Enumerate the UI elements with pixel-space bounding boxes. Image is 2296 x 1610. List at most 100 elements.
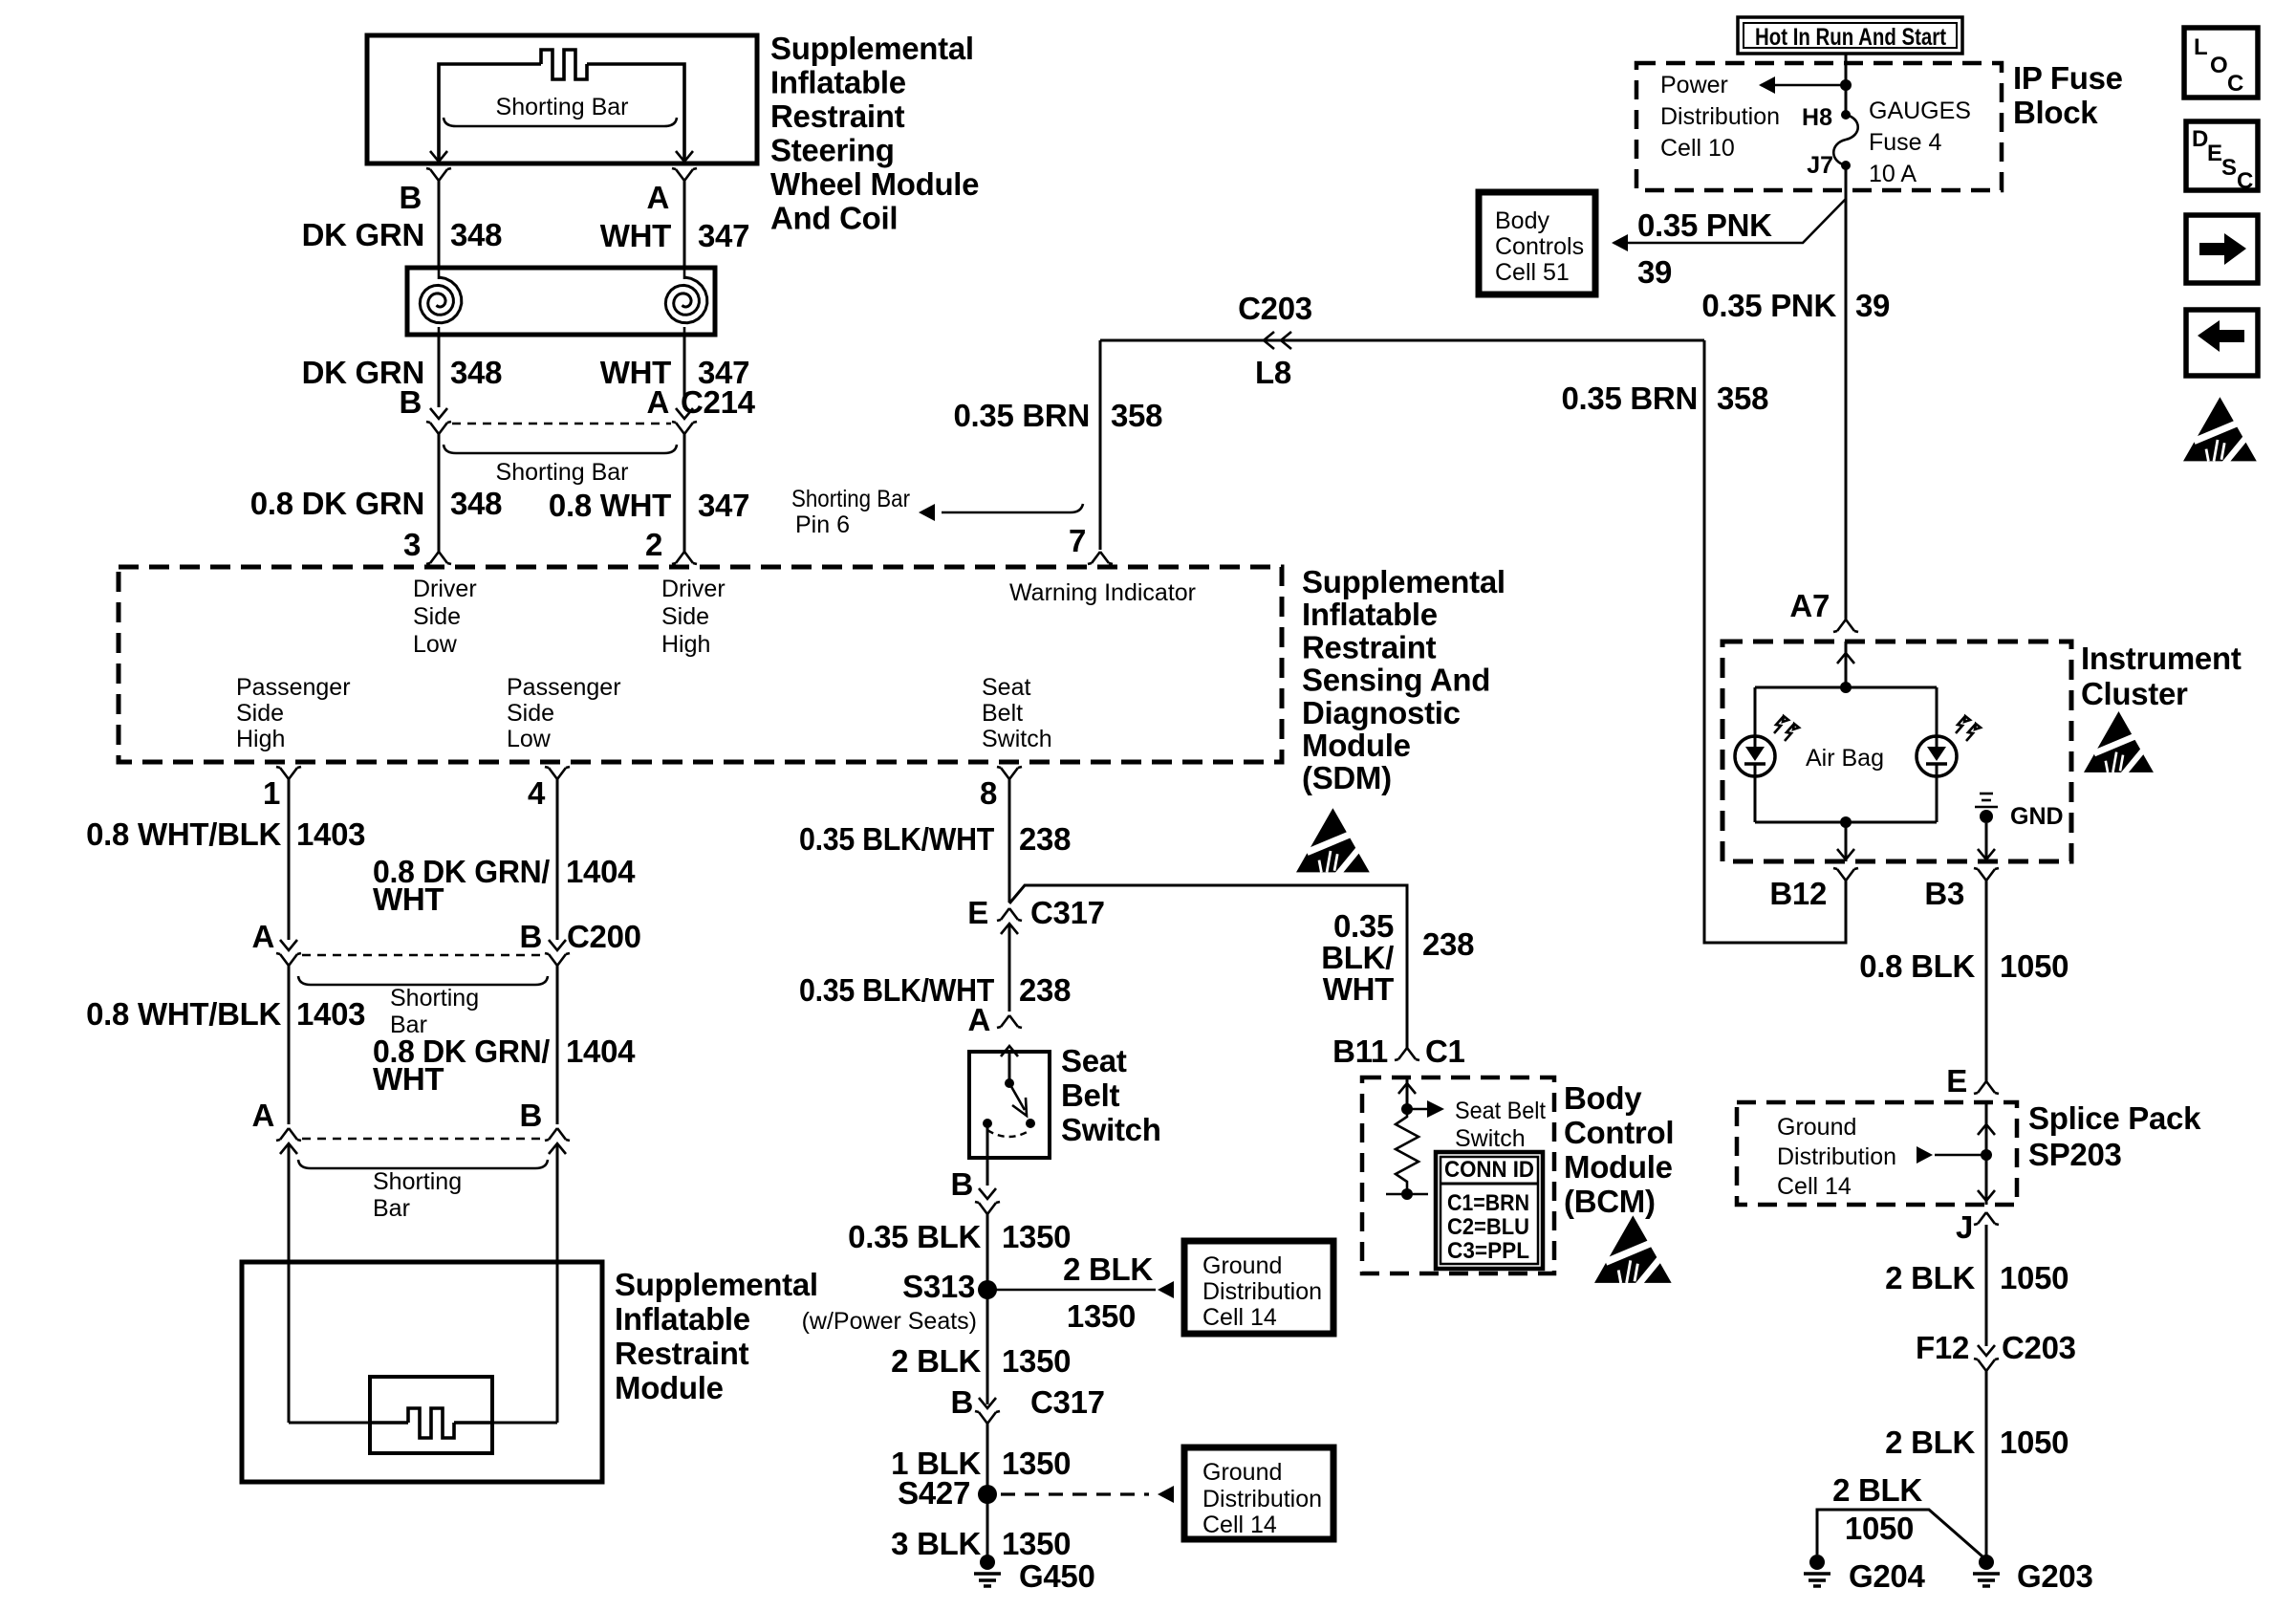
g204-label: G204 <box>1849 1558 1925 1594</box>
s313-label: S313 <box>902 1269 975 1304</box>
fuse-element <box>1831 113 1860 167</box>
ground-dist1-line2: Distribution <box>1202 1278 1322 1305</box>
splice-feed-arrow <box>1917 1146 1933 1164</box>
swm-name-line2: Inflatable <box>770 65 906 100</box>
c317-e-fork <box>996 907 1023 923</box>
g450-ground-icon <box>974 1555 1001 1588</box>
sir-name-line2: Inflatable <box>615 1301 750 1337</box>
bcm-in-arrow <box>1397 1080 1418 1095</box>
bcm-module: 0.35 BLK/ WHT 238 B11 C1 Seat Belt Switc… <box>1007 883 1677 1292</box>
sdm-pin7-label: 7 <box>1069 523 1086 558</box>
airbag-lamp-left-ray1 <box>1773 713 1791 734</box>
bcm-238-label-line2: BLK/ <box>1321 940 1394 975</box>
swm-name-line1: Supplemental <box>770 31 974 66</box>
wire-1404-label1a: 0.8 DK GRN/ <box>373 854 550 889</box>
airbag-lamp-label: Air Bag <box>1806 745 1884 772</box>
c203-f12-pin: F12 <box>1916 1330 1969 1365</box>
switch-pin-b-conn-arrow <box>977 1187 998 1202</box>
wire-358-circuit1: 358 <box>1111 398 1162 433</box>
body-controls-line3: Cell 51 <box>1495 259 1570 286</box>
shorting-bar-note-line2: Pin 6 <box>795 511 850 538</box>
bcm-switch-arrow <box>1427 1100 1444 1118</box>
next-button[interactable] <box>2183 212 2261 286</box>
steering-wheel-module: Shorting Bar Supplemental Inflatable Res… <box>364 31 980 236</box>
switch-name-line1: Seat <box>1061 1043 1127 1078</box>
desc-letter-d: D <box>2192 126 2208 152</box>
wire-1404-circuit1: 1404 <box>566 854 636 889</box>
right-arrow-icon <box>2199 233 2246 265</box>
swm-pin-b-label: B <box>399 180 422 215</box>
bcm-box <box>1359 1075 1557 1276</box>
sdm-driver-high-line1: Driver <box>661 576 726 602</box>
airbag-lamp-left-ray2 <box>1784 721 1802 742</box>
desc-letter-c: C <box>2237 168 2253 194</box>
gnd-dot <box>1980 810 1993 823</box>
shorting-bar-note-arrow <box>919 504 935 521</box>
cluster-name-line1: Instrument <box>2081 641 2242 676</box>
body-controls-line2: Controls <box>1495 233 1584 260</box>
sdm-pass-low-line1: Passenger <box>507 674 621 701</box>
bcm-name-line4: (BCM) <box>1564 1184 1656 1219</box>
splice-arrow-down <box>1976 1189 1997 1204</box>
sdm-pass-low-line2: Side <box>507 700 554 727</box>
airbag-lamp-right-ray1 <box>1955 713 1973 734</box>
loc-letter-l: L <box>2194 34 2208 60</box>
sir-name-line3: Restraint <box>615 1336 749 1371</box>
fuse-pin-j7: J7 <box>1807 152 1833 179</box>
c317-b-arrow <box>977 1397 998 1411</box>
swm-harness: B A DK GRN 348 WHT 347 DK GRN 348 WHT 34… <box>302 166 749 407</box>
desc-button[interactable]: D E S C <box>2183 119 2261 194</box>
s427-label: S427 <box>898 1475 970 1511</box>
sir-name-line4: Module <box>615 1370 724 1405</box>
sdm-name-line1: Supplemental <box>1302 564 1505 599</box>
sdm-pin8-label: 8 <box>980 775 997 811</box>
c200-right-arrow <box>547 939 568 953</box>
c214-name: C214 <box>681 384 756 420</box>
c203-l8-pin: L8 <box>1255 355 1291 390</box>
wire-1050-label2: 2 BLK <box>1885 1260 1975 1295</box>
cluster-pin-b3-fork <box>1973 866 2000 881</box>
ground-dist1-line1: Ground <box>1202 1252 1282 1279</box>
wire-1050-circuit2: 1050 <box>2000 1260 2069 1295</box>
wire-1350-label2: 2 BLK <box>891 1343 981 1379</box>
splice-pin-e-label: E <box>1946 1063 1967 1099</box>
bcm-esd-icon-slash <box>1632 1242 1675 1292</box>
splice-name-line1: Splice Pack <box>2028 1100 2201 1136</box>
fuse-name-line2: Fuse 4 <box>1869 129 1942 156</box>
splice-cell-line2: Distribution <box>1777 1143 1896 1170</box>
swm-pin-a-label: A <box>646 180 669 215</box>
cluster-name-line2: Cluster <box>2081 676 2188 711</box>
splice-pin-j-fork <box>1973 1211 2000 1227</box>
bcm-switch-ref-line1: Seat Belt <box>1455 1098 1546 1124</box>
bcm-pin-b11-fork <box>1394 1047 1420 1062</box>
sdm-driver-high-line2: Side <box>661 603 709 630</box>
bcm-name-line3: Module <box>1564 1149 1673 1185</box>
wire-348-label2: DK GRN <box>302 355 424 390</box>
cluster-esd-icon-hand <box>2104 751 2125 773</box>
wire-358-vert2 <box>1702 340 1848 945</box>
sir-module-box <box>239 1259 605 1485</box>
wire-348-label3: 0.8 DK GRN <box>250 486 424 521</box>
cluster-pin-b12-label: B12 <box>1769 876 1827 911</box>
wire-1403-circuit2: 1403 <box>296 996 365 1032</box>
g450-ground-icon-dot <box>980 1555 995 1570</box>
prev-button[interactable] <box>2183 307 2261 379</box>
switch-pin-b-conn-fork <box>974 1200 1001 1215</box>
cluster-gnd-symbol <box>1975 792 1998 823</box>
wire-238-label2: 0.35 BLK/WHT <box>799 972 994 1008</box>
shorting-bar-note-line <box>942 503 1085 514</box>
bcm-esd-icon-hand <box>1616 1260 1639 1284</box>
ground-dist2-line2: Distribution <box>1202 1486 1322 1512</box>
c317-b-name: C317 <box>1030 1384 1105 1420</box>
ground-dist-box1 <box>1180 1237 1337 1338</box>
ground-dist2-line3: Cell 14 <box>1202 1512 1277 1538</box>
wire-1350-label3: 1 BLK <box>891 1446 981 1481</box>
sdm-name-line6: Module <box>1302 728 1411 763</box>
sdm-name-line7: (SDM) <box>1302 760 1392 795</box>
sdm-pin3-fork <box>425 551 452 566</box>
ground-dist2-line1: Ground <box>1202 1459 1282 1486</box>
loc-button[interactable]: L O C <box>2181 25 2261 100</box>
c214-pin-b-label: B <box>399 384 422 420</box>
c203-f12-arrow <box>1976 1344 1997 1359</box>
c200-pin-b-label: B <box>519 919 542 954</box>
